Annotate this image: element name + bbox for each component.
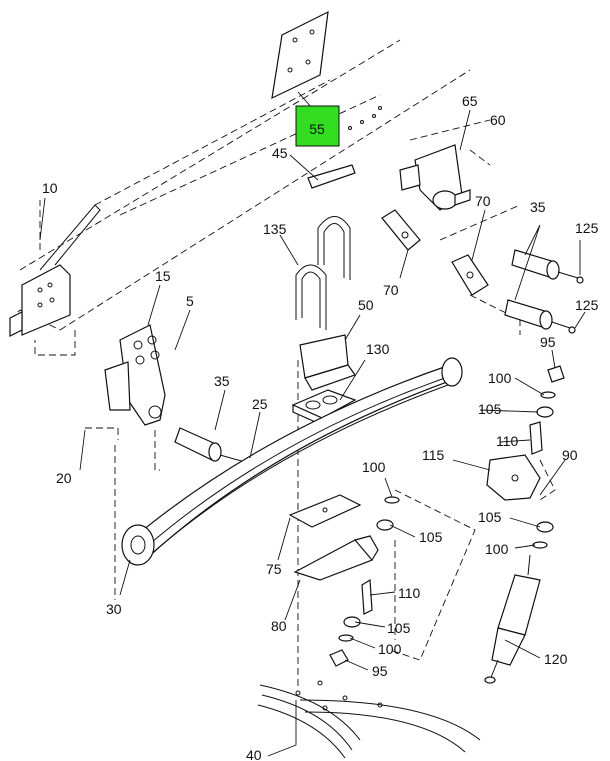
callout-50: 50	[358, 297, 374, 313]
callout-110-upper: 110	[496, 433, 519, 449]
callout-labels: 55 65 60 45 10 70 70 35 125 135 15 5 125…	[42, 93, 599, 761]
lower-frame-section	[257, 360, 481, 759]
callout-70-lower: 70	[383, 282, 399, 298]
callout-5: 5	[186, 293, 194, 309]
frame-rail	[9, 39, 471, 356]
callout-80: 80	[271, 618, 287, 634]
clamp-70-left	[381, 209, 421, 251]
bracket-45	[289, 154, 356, 189]
callout-45: 45	[272, 145, 288, 161]
callout-105-lower-top: 105	[419, 529, 443, 545]
callout-90: 90	[562, 447, 578, 463]
shock-bracket-115	[486, 454, 556, 501]
upper-shock-stack	[529, 365, 565, 455]
callout-100-lower-bottom: 100	[378, 641, 402, 657]
callout-135: 135	[263, 221, 287, 237]
leaf-spring-30	[121, 357, 463, 566]
callout-55: 55	[309, 121, 325, 137]
front-hanger-15	[85, 324, 166, 600]
bracket-80	[293, 535, 379, 581]
callout-40: 40	[246, 747, 262, 761]
callout-65: 65	[462, 93, 478, 109]
highlighted-callout-box	[295, 105, 340, 147]
callout-15: 15	[155, 268, 171, 284]
callout-100-upper: 100	[488, 370, 512, 386]
callout-100-lower-top: 100	[362, 459, 386, 475]
plate-75	[288, 494, 362, 528]
callout-105-shock: 105	[478, 509, 502, 525]
callout-110-lower: 110	[398, 585, 421, 601]
callout-95-lower: 95	[372, 663, 388, 679]
rear-hanger-65	[399, 119, 491, 211]
callout-130: 130	[366, 341, 390, 357]
callout-35-rear: 35	[530, 199, 546, 215]
callout-30: 30	[106, 601, 122, 617]
leader-lines	[39, 109, 586, 757]
callout-70-upper: 70	[475, 193, 491, 209]
callout-95-upper: 95	[540, 334, 556, 350]
callout-25: 25	[252, 396, 268, 412]
callout-20: 20	[56, 470, 72, 486]
spring-pins-rear	[504, 249, 584, 334]
callout-105-lower-bottom: 105	[387, 620, 411, 636]
callout-105-upper: 105	[478, 401, 502, 417]
callout-120: 120	[544, 651, 568, 667]
callout-10: 10	[42, 180, 58, 196]
lower-shock-stack	[329, 489, 476, 667]
callout-115: 115	[422, 447, 445, 463]
spacer-50	[299, 334, 356, 391]
callout-100-shock: 100	[485, 541, 509, 557]
shock-absorber-120	[484, 521, 554, 684]
u-bolts	[295, 216, 351, 330]
callout-35-front: 35	[214, 373, 230, 389]
plate-55	[271, 10, 329, 109]
pad-130	[291, 389, 357, 426]
spring-pin-front	[174, 427, 252, 467]
callout-60: 60	[490, 112, 506, 128]
callout-75: 75	[266, 561, 282, 577]
callout-125-upper: 125	[575, 220, 599, 236]
callout-125-lower: 125	[575, 297, 599, 313]
